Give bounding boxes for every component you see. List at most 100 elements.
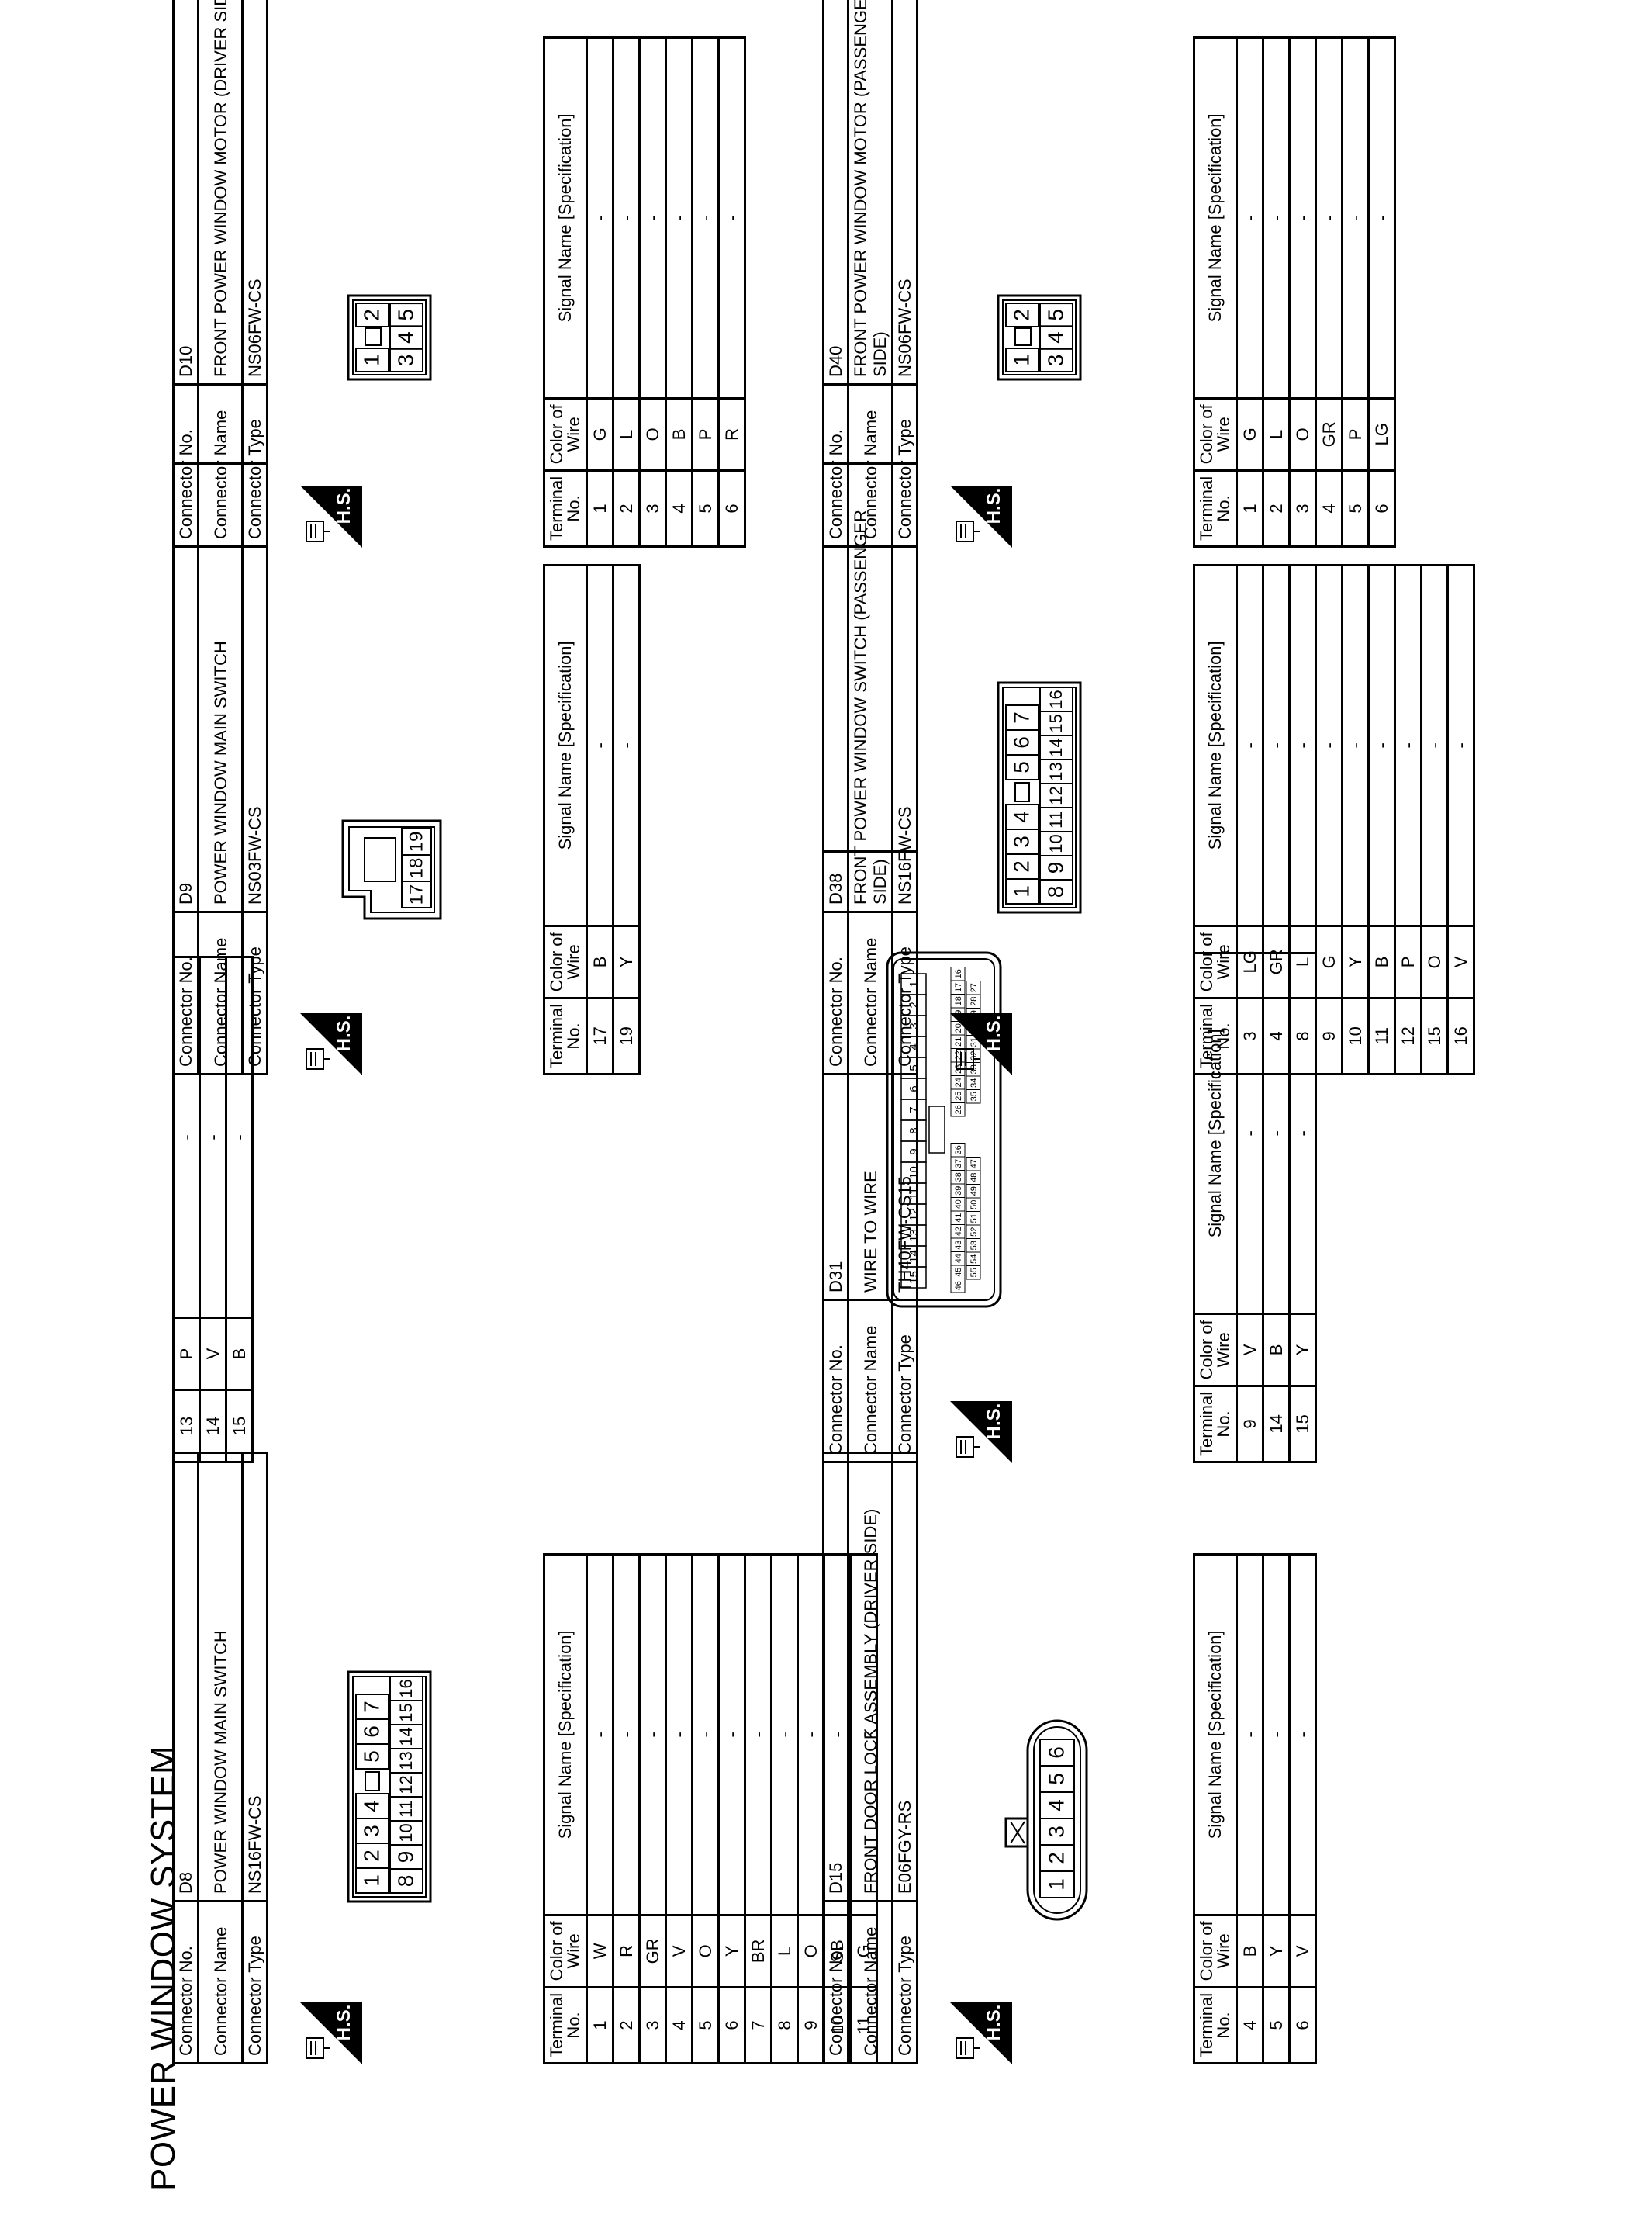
signal-cell: -: [1421, 565, 1448, 926]
pin-label: 12: [907, 1208, 921, 1221]
pin-label: 39: [954, 1186, 963, 1196]
pin-label: 4: [907, 1043, 921, 1050]
pin-label: 1: [1009, 885, 1033, 898]
pin-label: 19: [406, 832, 427, 853]
pin-label: 55: [969, 1268, 979, 1277]
color-cell: V: [1289, 1915, 1316, 1988]
pin-label: 2: [907, 1002, 921, 1008]
connector-name-value: FRONT POWER WINDOW MOTOR (DRIVER SIDE): [198, 0, 243, 385]
connector-name-label: Connector Name: [198, 384, 243, 547]
pin-label: 3: [393, 355, 417, 367]
col-terminal-header: Terminal No.: [544, 470, 587, 547]
color-cell: B: [1263, 1313, 1290, 1386]
signal-cell: -: [1368, 565, 1395, 926]
terminal-cell: 10: [1342, 998, 1369, 1075]
color-cell: G: [1315, 926, 1343, 998]
signal-cell: -: [1236, 565, 1263, 926]
pin-label: 26: [954, 1105, 963, 1114]
col-signal-header: Signal Name [Specification]: [544, 565, 587, 926]
terminal-cell: 3: [639, 470, 666, 547]
pin-label: 9: [1043, 862, 1067, 874]
pin-label: 13: [1046, 762, 1066, 780]
signal-cell: -: [1289, 1554, 1316, 1915]
terminal-cell: 9: [1236, 1386, 1263, 1462]
color-cell: B: [1368, 926, 1395, 998]
col-signal-header: Signal Name [Specification]: [544, 37, 587, 399]
pin-label: 15: [907, 1271, 921, 1284]
color-cell: V: [1447, 926, 1474, 998]
signal-cell: -: [665, 1554, 693, 1915]
terminal-cell: 9: [1315, 998, 1343, 1075]
color-cell: GR: [639, 1915, 666, 1988]
pin-label: 42: [954, 1227, 963, 1236]
pin-label: 5: [1043, 309, 1067, 321]
terminal-cell: 19: [613, 998, 640, 1075]
pin-label: 4: [393, 331, 417, 344]
pin-label: 6: [1009, 736, 1033, 749]
connector-name-value: FRONT DOOR LOCK ASSEMBLY (DRIVER SIDE): [848, 1452, 893, 1902]
connector-no-label: Connector No.: [173, 384, 199, 547]
header-row: Connector No.D15: [823, 1452, 848, 2064]
pin-label: 1: [359, 354, 383, 366]
pin-label: 5: [907, 1064, 921, 1071]
terminal-cell: 11: [1368, 998, 1395, 1075]
color-cell: L: [613, 398, 640, 471]
terminal-cell: 7: [745, 1987, 772, 2064]
connector-name-value: FRONT POWER WINDOW MOTOR (PASSENGER SIDE…: [848, 0, 893, 385]
signal-cell: -: [586, 37, 613, 399]
pin-label: 34: [969, 1078, 979, 1088]
terminal-cell: 8: [771, 1987, 798, 2064]
pin-label: 17: [406, 884, 427, 905]
col-color-header: Color of Wire: [1194, 1313, 1237, 1386]
pin-label: 35: [969, 1092, 979, 1101]
pin-label: 54: [969, 1254, 979, 1264]
pin-label: 8: [907, 1127, 921, 1133]
pin-label: 17: [954, 983, 963, 992]
pin-label: 46: [954, 1281, 963, 1290]
terminal-cell: 4: [1263, 998, 1290, 1075]
signal-cell: -: [797, 1554, 824, 1915]
connector-no-label: Connector No.: [823, 912, 848, 1075]
pin-label: 28: [969, 997, 979, 1006]
header-row: Connector No.D10: [173, 0, 199, 547]
connector-no-label: Connector No.: [173, 1901, 199, 2064]
color-cell: L: [1263, 398, 1290, 471]
pin-label: 1: [359, 1874, 383, 1887]
pin-label: 2: [1009, 860, 1033, 873]
pin-label: 51: [969, 1213, 979, 1223]
color-cell: L: [771, 1915, 798, 1988]
terminal-cell: 4: [1236, 1987, 1263, 2064]
pin-label: 50: [969, 1200, 979, 1209]
pin-label: 25: [954, 1092, 963, 1101]
color-cell: R: [718, 398, 745, 471]
harness-side-icon: H.S.: [950, 2002, 1012, 2064]
terminal-cell: 3: [1289, 470, 1316, 547]
